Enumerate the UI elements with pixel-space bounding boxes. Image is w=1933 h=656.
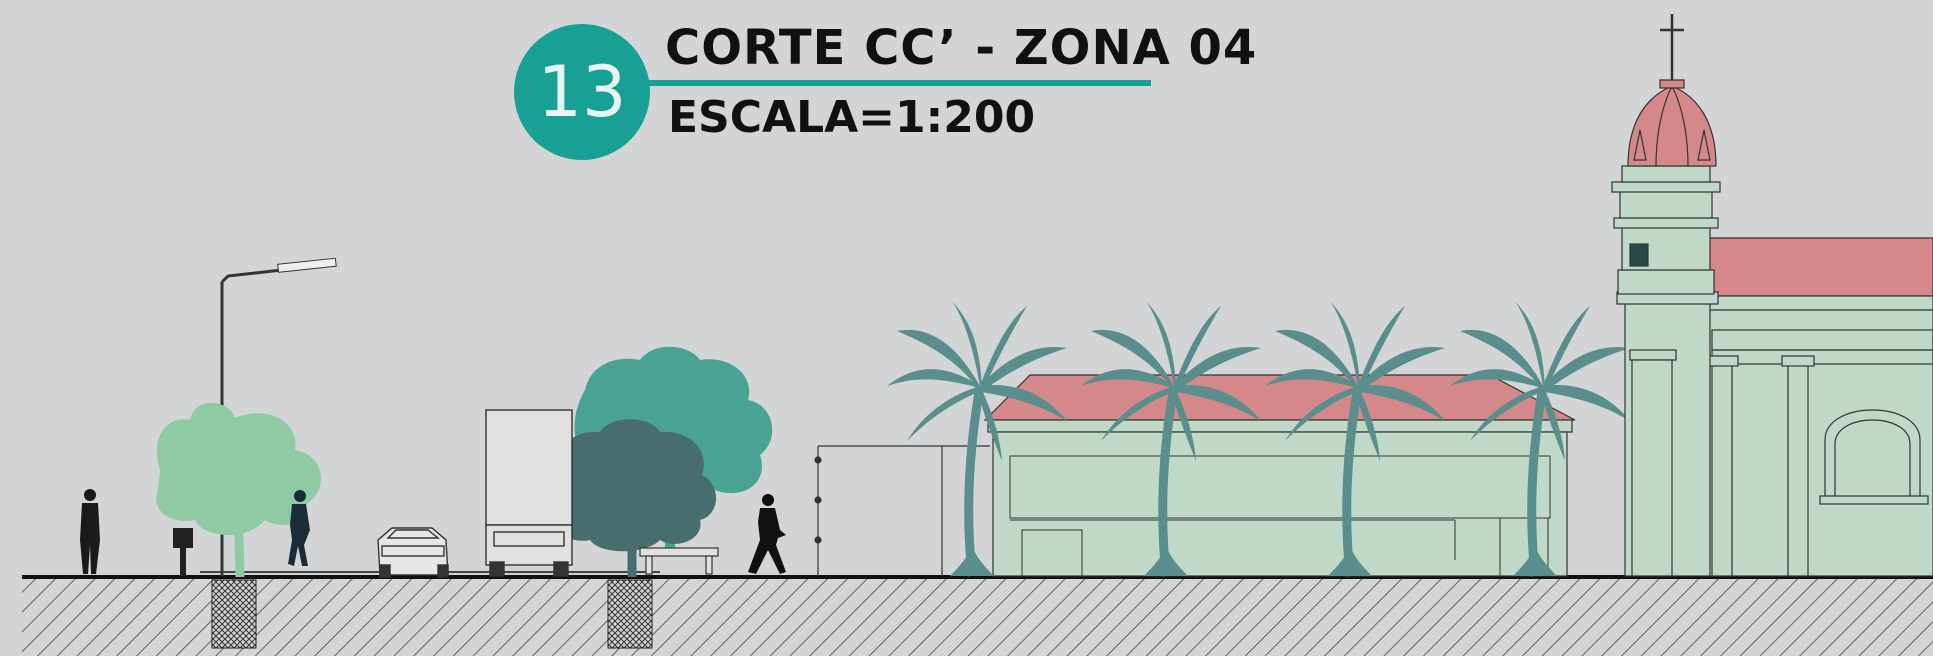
drawing-number-badge: 13 xyxy=(514,24,650,160)
tree-dark xyxy=(546,419,717,577)
drawing-title: CORTE CC’ - ZONA 04 xyxy=(665,20,1258,76)
church xyxy=(1611,14,1933,577)
bench xyxy=(639,547,719,575)
pedestrian-right xyxy=(748,494,786,574)
tree-pit-left xyxy=(211,579,257,649)
truck xyxy=(485,409,573,577)
drawing-scale: ESCALA=1:200 xyxy=(668,92,1036,143)
building-long xyxy=(983,374,1576,577)
ground-hatch xyxy=(22,577,1933,656)
pedestrian-left xyxy=(80,489,100,574)
car xyxy=(377,527,449,578)
tree-light-green xyxy=(156,402,322,578)
trash-bin xyxy=(173,528,193,576)
tree-pit-right xyxy=(607,579,653,649)
pedestrian-walking xyxy=(288,490,310,566)
drawing-number: 13 xyxy=(537,51,627,133)
boundary-wall xyxy=(814,445,990,576)
title-underline xyxy=(648,80,1151,86)
